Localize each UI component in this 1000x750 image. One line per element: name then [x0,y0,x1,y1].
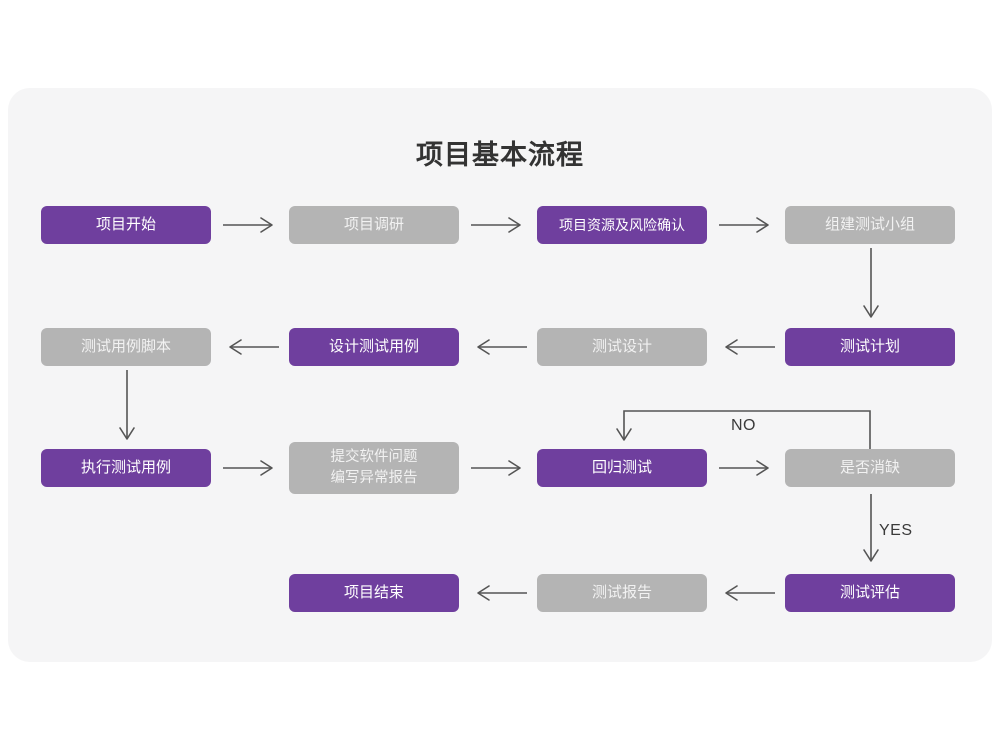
edge-arrow-down-n4-n8 [860,246,882,326]
edge-arrow-right-n2-n3 [469,215,529,235]
edge-arrow-left-n7-n6 [469,337,529,357]
flow-node-resource-risk-confirm[interactable]: 项目资源及风险确认 [537,206,707,244]
edge-arrow-down-n5-n9 [116,368,138,448]
flow-node-regression-test[interactable]: 回归测试 [537,449,707,487]
edge-arrow-right-n1-n2 [221,215,281,235]
edge-arrow-down-n12-n15 [860,492,882,570]
flow-node-defect-resolved[interactable]: 是否消缺 [785,449,955,487]
edge-loop-no-n12-n11 [614,405,880,459]
flow-node-form-test-team[interactable]: 组建测试小组 [785,206,955,244]
flow-node-execute-test-case[interactable]: 执行测试用例 [41,449,211,487]
flow-node-test-evaluation[interactable]: 测试评估 [785,574,955,612]
edge-arrow-right-n11-n12 [717,458,777,478]
edge-label-no: NO [731,417,756,434]
edge-arrow-right-n10-n11 [469,458,529,478]
flow-node-design-test-case[interactable]: 设计测试用例 [289,328,459,366]
flow-node-submit-issue-report[interactable]: 提交软件问题 编写异常报告 [289,442,459,494]
flow-node-test-plan[interactable]: 测试计划 [785,328,955,366]
flow-node-test-case-script[interactable]: 测试用例脚本 [41,328,211,366]
page-title: 项目基本流程 [416,140,584,170]
flowchart-card [8,88,992,662]
edge-arrow-left-n15-n14 [717,583,777,603]
flow-node-test-design[interactable]: 测试设计 [537,328,707,366]
edge-arrow-right-n9-n10 [221,458,281,478]
edge-arrow-left-n6-n5 [221,337,281,357]
flow-node-project-start[interactable]: 项目开始 [41,206,211,244]
edge-arrow-left-n14-n13 [469,583,529,603]
edge-arrow-left-n8-n7 [717,337,777,357]
edge-label-yes: YES [879,522,913,539]
edge-arrow-right-n3-n4 [717,215,777,235]
flow-node-project-end[interactable]: 项目结束 [289,574,459,612]
flow-node-test-report[interactable]: 测试报告 [537,574,707,612]
flow-node-project-research[interactable]: 项目调研 [289,206,459,244]
